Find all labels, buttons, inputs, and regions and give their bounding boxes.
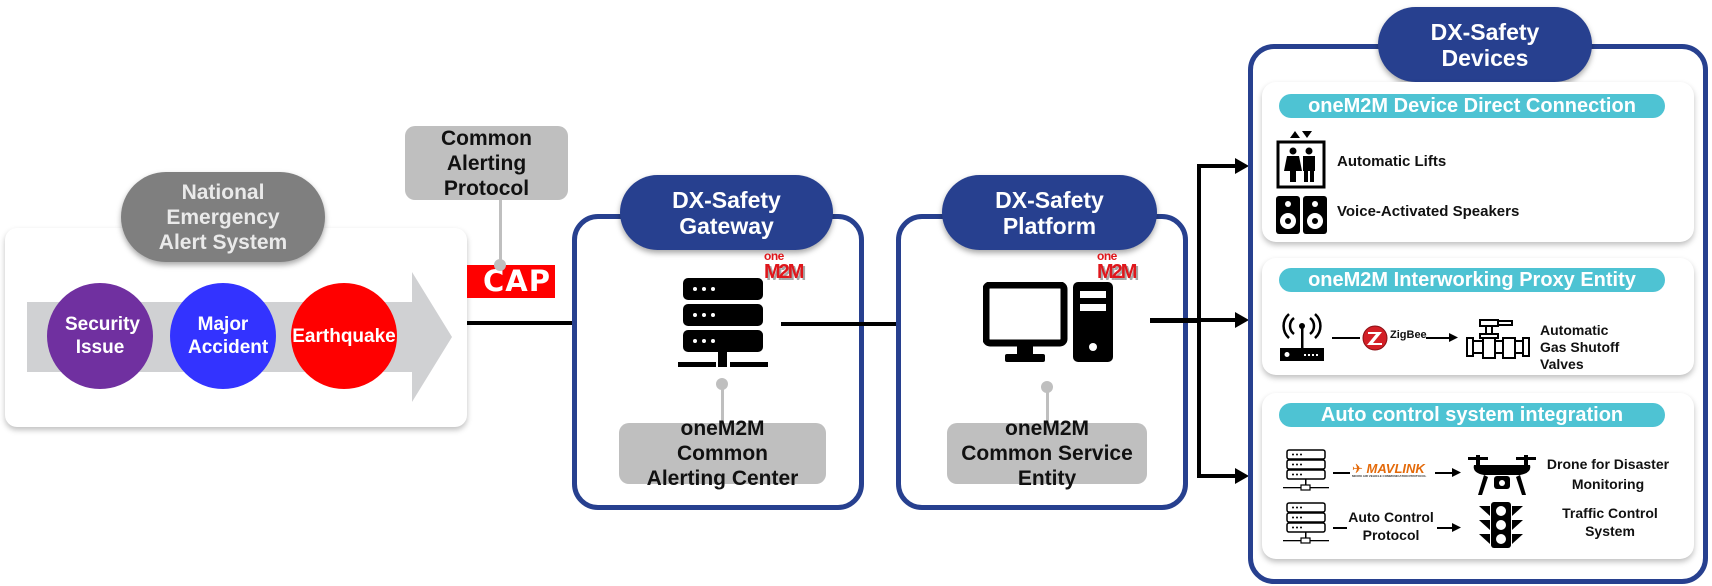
arrowhead-icon: [1235, 312, 1249, 328]
section-auto-title: Auto control system integration: [1279, 403, 1665, 427]
connector-line: [1437, 527, 1453, 529]
drone-icon: [1468, 455, 1536, 495]
onem2m-logo: one M2M: [764, 249, 804, 283]
arrow-gateway-to-platform: [781, 322, 978, 326]
server-icon: [678, 278, 768, 367]
auto-control-protocol-label: Auto Control Protocol: [1348, 509, 1434, 543]
computer-icon: [983, 282, 1113, 362]
onem2m-logo: one M2M: [1097, 249, 1137, 283]
cap-connector: [499, 200, 502, 265]
cap-badge: CAP: [467, 265, 555, 298]
arrowhead-icon: [1452, 468, 1461, 477]
section-direct-title: oneM2M Device Direct Connection: [1279, 94, 1665, 118]
arrow-neas-to-gateway: [467, 321, 655, 325]
neas-title: National Emergency Alert System: [121, 172, 325, 262]
cap-connector-dot: [494, 259, 506, 271]
connector-line: [1332, 337, 1360, 339]
platform-title: DX-Safety Platform: [942, 175, 1157, 250]
arrowhead-icon: [1449, 333, 1458, 342]
device-voice-speakers: Voice-Activated Speakers: [1337, 203, 1520, 220]
connector-line: [1333, 472, 1350, 474]
connector-line: [1333, 527, 1347, 529]
device-traffic-control: Traffic Control System: [1562, 505, 1658, 539]
connector-line: [1426, 337, 1450, 339]
event-earthquake: Earthquake: [291, 283, 397, 389]
gateway-label: oneM2M Common Alerting Center: [619, 417, 826, 490]
platform-connector: [1046, 391, 1049, 425]
arrow-platform-to-devices: [1150, 318, 1200, 323]
section-proxy-title: oneM2M Interworking Proxy Entity: [1279, 268, 1665, 292]
gateway-connector-dot: [716, 378, 728, 390]
arrow-branch-direct: [1197, 164, 1237, 168]
mavlink-logo: ✈ MAVLINK MICRO AIR VEHICLE COMMUNICATIO…: [1352, 461, 1427, 478]
gas-valve-icon: [1466, 319, 1530, 359]
wireless-router-icon: [1280, 313, 1324, 361]
arrowhead-icon: [1452, 523, 1461, 532]
arrowhead-icon: [1235, 158, 1249, 174]
server-icon: [1283, 449, 1329, 491]
device-drone: Drone for Disaster Monitoring: [1546, 456, 1670, 492]
arrow-branch-auto: [1197, 474, 1237, 478]
event-security-issue: Security Issue: [47, 283, 153, 389]
zigbee-logo-icon: [1362, 325, 1388, 351]
server-icon: [1283, 502, 1329, 544]
devices-title: DX-Safety Devices: [1378, 7, 1592, 82]
gateway-connector: [721, 388, 724, 425]
cap-title: Common Alerting Protocol: [405, 126, 568, 200]
connector-line: [1435, 472, 1453, 474]
zigbee-label: ZigBee: [1390, 329, 1427, 341]
arrow-branch-proxy: [1197, 318, 1237, 322]
arrowhead-icon: [1235, 468, 1249, 484]
speaker-icon: [1276, 196, 1327, 234]
platform-connector-dot: [1041, 381, 1053, 393]
gateway-title: DX-Safety Gateway: [620, 175, 833, 250]
elevator-icon: [1276, 131, 1326, 189]
platform-label: oneM2M Common Service Entity: [947, 417, 1147, 490]
device-gas-valves: Automatic Gas Shutoff Valves: [1540, 322, 1620, 372]
device-automatic-lifts: Automatic Lifts: [1337, 153, 1447, 170]
traffic-light-icon: [1479, 502, 1523, 548]
event-major-accident: Major Accident: [170, 283, 276, 389]
